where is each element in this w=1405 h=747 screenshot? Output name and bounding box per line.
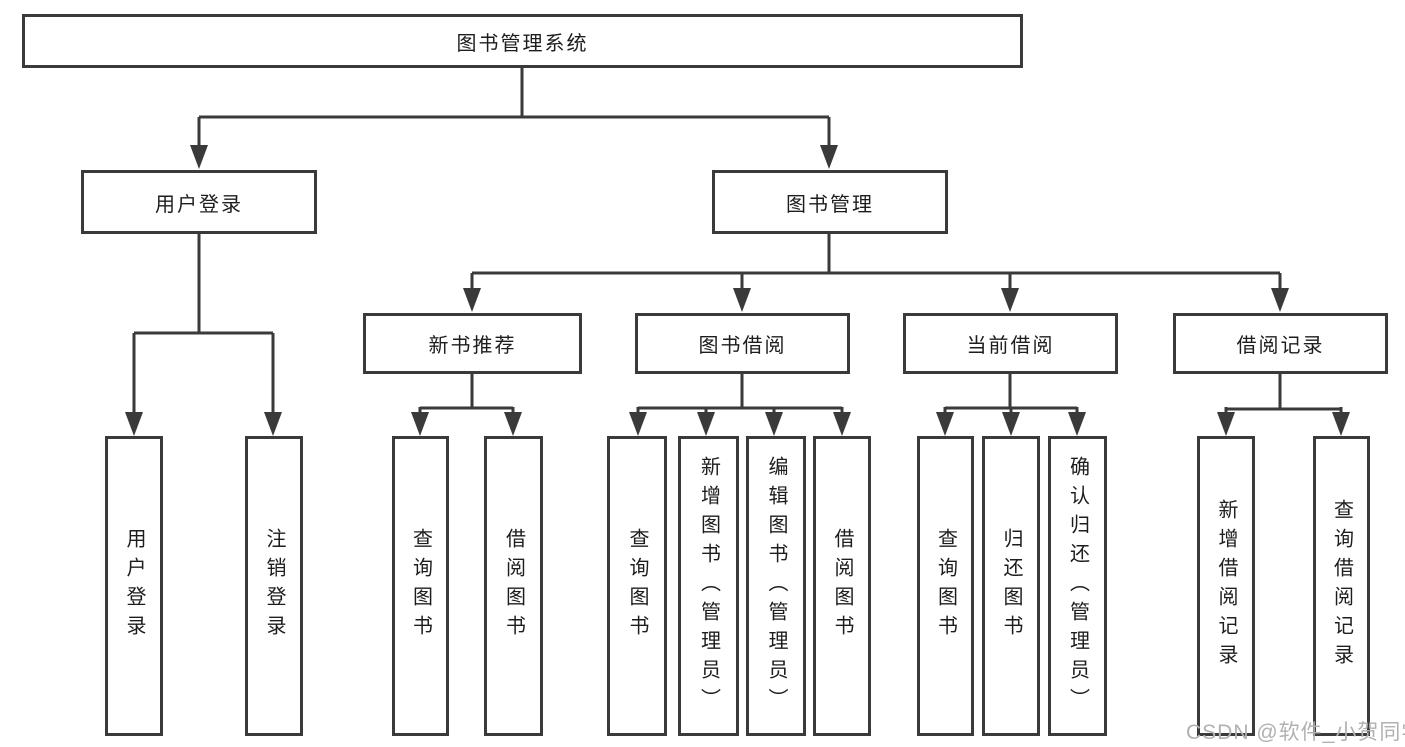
node-label: 当前借阅 — [966, 335, 1055, 357]
node-label: 图书管理系统 — [456, 32, 589, 55]
node-label: 查询借阅记录 — [1330, 499, 1353, 673]
csdn-watermark: CSDN @软件_小贺同学 — [1186, 721, 1405, 744]
node-label: 查询图书 — [934, 528, 957, 644]
leaf-query-books: 查询图书 — [917, 436, 974, 736]
leaf-borrow-books: 借阅图书 — [484, 436, 543, 736]
node-library-management-system: 图书管理系统 — [22, 14, 1023, 68]
node-label: 归还图书 — [1000, 528, 1022, 644]
node-book-borrowing: 图书借阅 — [635, 313, 850, 374]
leaf-query-books: 查询图书 — [392, 436, 449, 736]
node-user-login: 用户登录 — [81, 170, 317, 234]
node-label: 图书管理 — [786, 193, 874, 216]
node-label: 编辑图书（管理员） — [765, 455, 787, 717]
node-new-book-recommendation: 新书推荐 — [363, 313, 582, 374]
leaf-confirm-return-admin: 确认归还（管理员） — [1048, 436, 1107, 736]
arrowhead-markers — [125, 145, 1350, 436]
node-label: 借阅图书 — [831, 528, 853, 644]
node-label: 用户登录 — [123, 528, 145, 644]
node-borrowing-records: 借阅记录 — [1173, 313, 1388, 374]
leaf-borrow-books: 借阅图书 — [813, 436, 871, 736]
leaf-add-books-admin: 新增图书（管理员） — [678, 436, 739, 736]
node-book-management: 图书管理 — [712, 170, 948, 234]
connector-edges — [132, 68, 1343, 416]
leaf-edit-books-admin: 编辑图书（管理员） — [746, 436, 806, 736]
node-label: 图书借阅 — [698, 335, 787, 357]
node-label: 新增图书（管理员） — [697, 455, 720, 717]
node-label: 新增借阅记录 — [1215, 499, 1237, 673]
leaf-query-borrow-record: 查询借阅记录 — [1313, 436, 1370, 736]
node-label: 借阅记录 — [1236, 335, 1325, 357]
leaf-add-borrow-record: 新增借阅记录 — [1197, 436, 1255, 736]
node-label: 新书推荐 — [428, 335, 517, 357]
node-current-borrowing: 当前借阅 — [903, 313, 1118, 374]
node-label: 注销登录 — [263, 528, 285, 644]
node-label: 确认归还（管理员） — [1066, 455, 1089, 717]
node-label: 用户登录 — [155, 193, 243, 216]
node-label: 查询图书 — [626, 528, 648, 644]
leaf-return-books: 归还图书 — [982, 436, 1040, 736]
node-label: 查询图书 — [409, 528, 432, 644]
leaf-logout: 注销登录 — [245, 436, 303, 736]
node-label: 借阅图书 — [502, 528, 525, 644]
leaf-query-books: 查询图书 — [607, 436, 667, 736]
leaf-user-login: 用户登录 — [105, 436, 163, 736]
